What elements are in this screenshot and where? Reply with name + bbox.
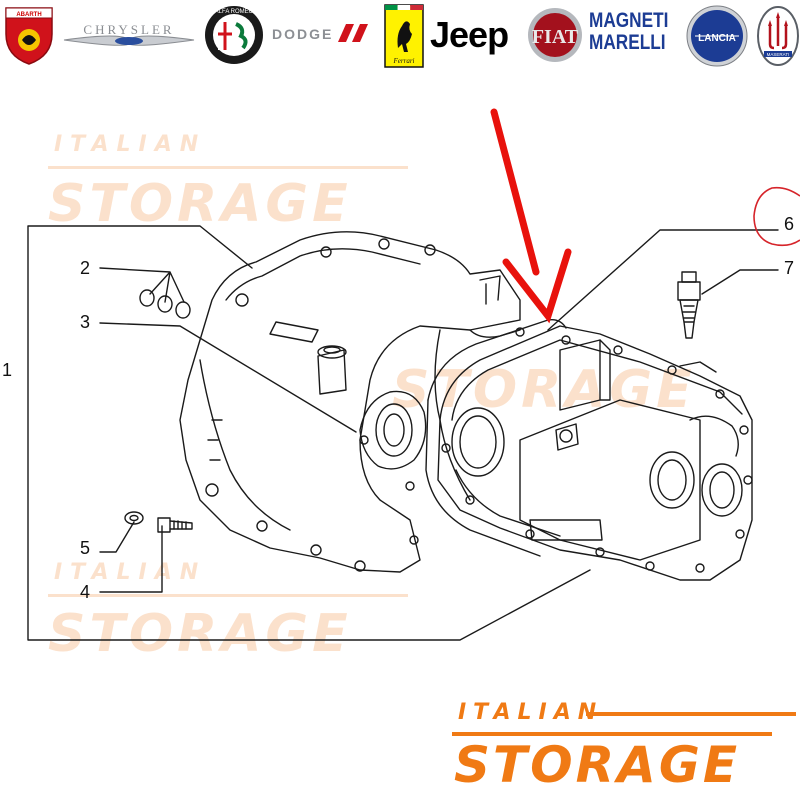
watermark-rule-3 bbox=[48, 594, 408, 597]
lancia-logo: LANCIA bbox=[685, 4, 749, 68]
callout-7-leader bbox=[701, 269, 779, 295]
chrysler-logo bbox=[62, 10, 196, 50]
chrysler-wordmark: CHRYSLER bbox=[83, 22, 175, 37]
callout-4-leader bbox=[99, 525, 163, 593]
part-7-sensor bbox=[677, 271, 701, 339]
callout-1-bracket bbox=[27, 225, 591, 641]
highlight-circle-callout-6 bbox=[753, 186, 800, 247]
marelli-line: MARELLI bbox=[589, 31, 666, 54]
dodge-stripes-icon bbox=[336, 22, 376, 46]
callout-5-label: 5 bbox=[80, 538, 91, 558]
part-1-bell-housing bbox=[179, 231, 521, 573]
alfa-romeo-logo: ALFA ROMEO bbox=[203, 4, 265, 66]
watermark-storage-text: STORAGE bbox=[48, 174, 352, 234]
lancia-label: LANCIA bbox=[698, 33, 736, 44]
watermark-storage-text-3: STORAGE bbox=[48, 604, 352, 664]
magneti-marelli-wordmark: MAGNETI MARELLI bbox=[589, 9, 669, 54]
ferrari-logo: Ferrari bbox=[384, 4, 424, 68]
dodge-wordmark: DODGE bbox=[272, 26, 334, 42]
part-5-washer bbox=[124, 511, 144, 525]
alfa-romeo-label: ALFA ROMEO bbox=[215, 9, 254, 15]
watermark-italian-text-3: ITALIAN bbox=[54, 560, 207, 585]
footer-rule-top bbox=[586, 712, 796, 716]
jeep-wordmark: Jeep bbox=[430, 14, 509, 55]
fiat-logo: FIAT bbox=[527, 4, 583, 66]
ferrari-label: Ferrari bbox=[393, 57, 415, 65]
callout-6-label: 6 bbox=[784, 214, 795, 234]
part-3-gasket bbox=[425, 318, 567, 557]
footer-italian-text: ITALIAN bbox=[458, 700, 604, 725]
callout-6-leader bbox=[547, 229, 779, 331]
brand-logo-bar: ABARTH CHRYSLER ALFA ROMEO DODGE bbox=[0, 0, 800, 72]
part-6-gearbox-case bbox=[437, 325, 753, 581]
maserati-label: MASERATI bbox=[767, 52, 790, 57]
italian-storage-footer-logo: ITALIAN STORAGE bbox=[452, 700, 800, 800]
callout-3-label: 3 bbox=[80, 312, 91, 332]
maserati-logo: MASERATI bbox=[756, 4, 800, 68]
part-4-bolt bbox=[157, 517, 193, 533]
fiat-label: FIAT bbox=[532, 26, 579, 48]
watermark-italian-text: ITALIAN bbox=[54, 132, 207, 157]
part-2-plugs bbox=[139, 289, 191, 319]
callout-1-label: 1 bbox=[2, 360, 13, 380]
callout-7-label: 7 bbox=[784, 258, 795, 278]
footer-storage-text: STORAGE bbox=[454, 736, 741, 794]
abarth-logo: ABARTH bbox=[2, 4, 56, 66]
callout-2-label: 2 bbox=[80, 258, 91, 278]
footer-rule-bottom bbox=[452, 732, 772, 736]
abarth-label: ABARTH bbox=[16, 12, 41, 18]
red-arrow-indicator bbox=[490, 108, 572, 324]
watermark-rule bbox=[48, 166, 408, 169]
magneti-line: MAGNETI bbox=[589, 9, 669, 32]
callout-5-leader bbox=[99, 521, 135, 553]
callout-2-leader bbox=[99, 267, 185, 303]
callout-3-leader bbox=[99, 322, 357, 433]
callout-4-label: 4 bbox=[80, 582, 91, 602]
